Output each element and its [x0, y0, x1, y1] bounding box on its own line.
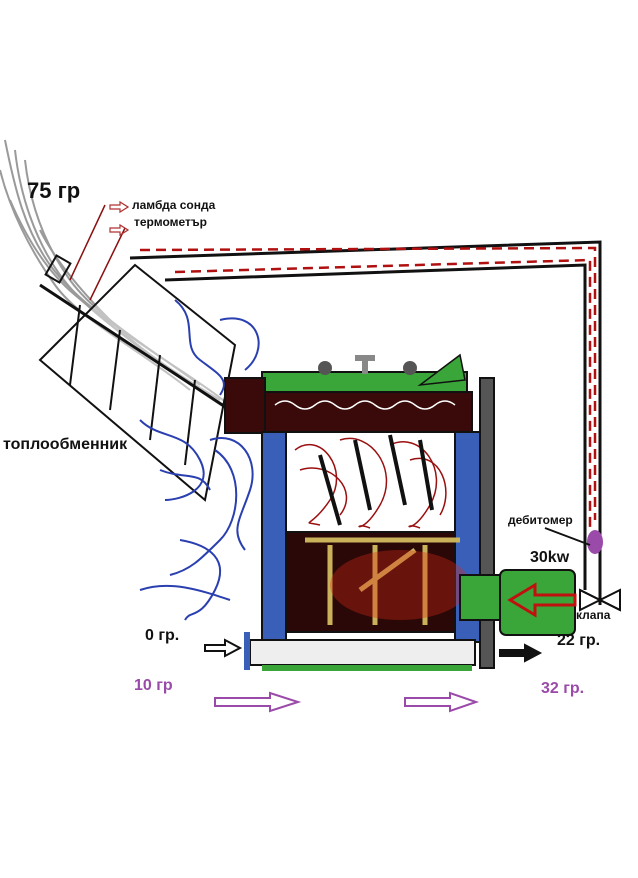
- thermometer-label: термометър: [134, 215, 207, 229]
- bottom-right-temperature-label: 32 гр.: [541, 680, 585, 697]
- fuel-tray: [305, 537, 460, 625]
- valve-label: клапа: [576, 608, 611, 622]
- hot-air-flow-duct: [139, 246, 597, 530]
- inlet-arrow: [204, 638, 243, 658]
- lambda-probe-marker: [44, 254, 72, 284]
- heat-exchanger-label: топлообменник: [3, 436, 128, 453]
- bottom-air-arrows: [214, 691, 480, 713]
- fire-glow: [330, 550, 470, 620]
- lambda-probe-label: ламбда сонда: [132, 198, 216, 212]
- valve-symbol: [579, 588, 621, 612]
- sensor-pointer-lines: [69, 204, 126, 301]
- bottom-left-temperature-label: 10 гр: [134, 677, 173, 694]
- flow-meter-label: дебитомер: [508, 513, 573, 527]
- flow-meter-pointer: [544, 527, 591, 546]
- sensor-label-arrows: [109, 200, 130, 237]
- burner-unit: [459, 569, 577, 636]
- cold-air-flow: [139, 299, 260, 621]
- boiler-body: [224, 353, 495, 671]
- outlet-temperature-label: 22 гр.: [557, 632, 601, 649]
- flue-temperature-label: 75 гр: [27, 178, 81, 203]
- inlet-temperature-label: 0 гр.: [145, 627, 180, 644]
- outlet-arrow: [499, 643, 543, 663]
- flue-gas-stream: [0, 139, 239, 416]
- hot-air-duct: [129, 240, 602, 605]
- power-label: 30kw: [530, 549, 570, 566]
- flow-meter-symbol: [587, 530, 603, 554]
- heat-exchanger-body: [38, 263, 237, 502]
- baffle-plates: [318, 434, 434, 526]
